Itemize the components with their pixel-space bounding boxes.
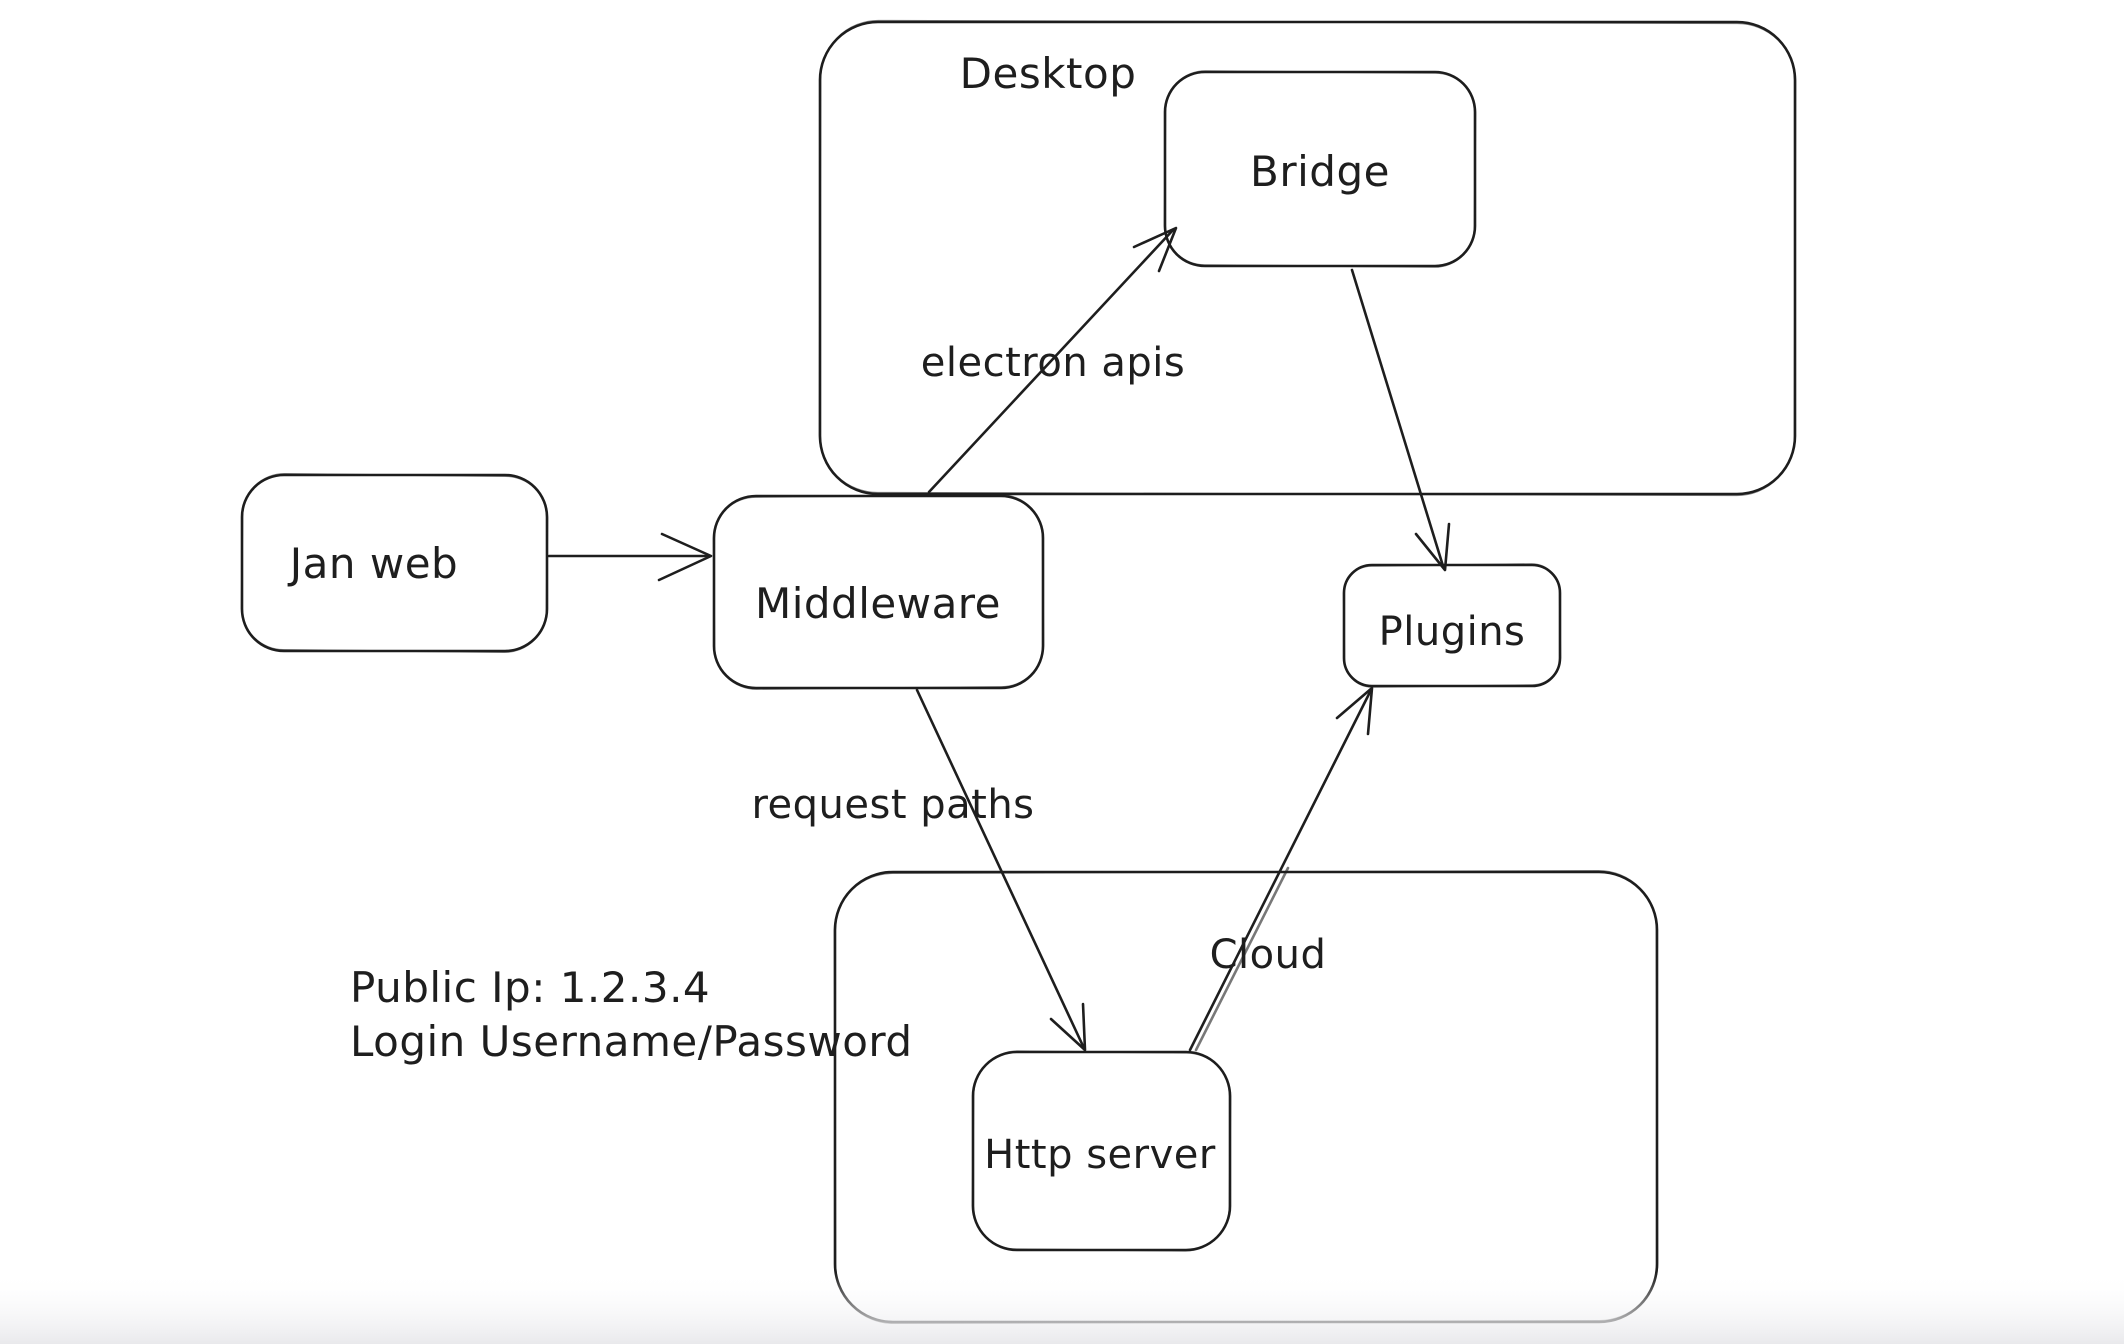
edge-label-request-paths: request paths (751, 782, 1034, 828)
bridge-node-label: Bridge (1250, 147, 1390, 196)
middleware-node-box-sketch-overlay (712, 494, 1045, 690)
plugins-node-label: Plugins (1379, 609, 1526, 655)
arrow-bridge-to-plugins-head (1414, 522, 1451, 572)
jan-web-node-box-sketch-overlay (240, 473, 549, 653)
arrow-middleware-to-httpserver-line (915, 688, 1085, 1048)
arrow-janweb-to-middleware (547, 532, 713, 582)
bottom-page-fade (0, 1272, 2124, 1344)
arrow-middleware-to-bridge-line (927, 228, 1175, 494)
labels-layer: Desktop Bridge Jan web Middleware Plugin… (287, 49, 1526, 1178)
arrow-httpserver-to-plugins (1188, 686, 1374, 1052)
bridge-node-box-sketch-overlay (1163, 70, 1477, 268)
http-server-node-box-sketch-overlay (971, 1050, 1232, 1252)
arrow-middleware-to-httpserver (915, 688, 1087, 1052)
desktop-container-label: Desktop (960, 49, 1137, 98)
arrow-httpserver-to-plugins-line-sketch-overlay (1194, 866, 1290, 1052)
arrow-httpserver-to-plugins-head (1335, 686, 1374, 736)
arrow-bridge-to-plugins (1350, 268, 1451, 572)
note-public-ip: Public Ip: 1.2.3.4 (350, 963, 710, 1012)
middleware-node-label: Middleware (755, 579, 1001, 628)
edge-label-electron-apis: electron apis (921, 340, 1185, 386)
cloud-container-label: Cloud (1210, 932, 1327, 978)
arrow-bridge-to-plugins-line (1350, 268, 1445, 568)
shapes-layer (240, 19, 1797, 1325)
http-server-node-label: Http server (984, 1132, 1216, 1178)
jan-web-node-label: Jan web (287, 539, 458, 588)
arrow-middleware-to-bridge-head (1132, 226, 1178, 273)
plugins-node-box-sketch-overlay (1342, 563, 1562, 688)
arrow-httpserver-to-plugins-line (1188, 690, 1372, 1052)
arrow-middleware-to-httpserver-head (1049, 1002, 1087, 1052)
note-login-credentials: Login Username/Password (350, 1017, 913, 1066)
arrow-janweb-to-middleware-head (657, 532, 713, 582)
arrow-middleware-to-bridge (927, 226, 1178, 494)
desktop-container-box-sketch-overlay (818, 19, 1797, 497)
